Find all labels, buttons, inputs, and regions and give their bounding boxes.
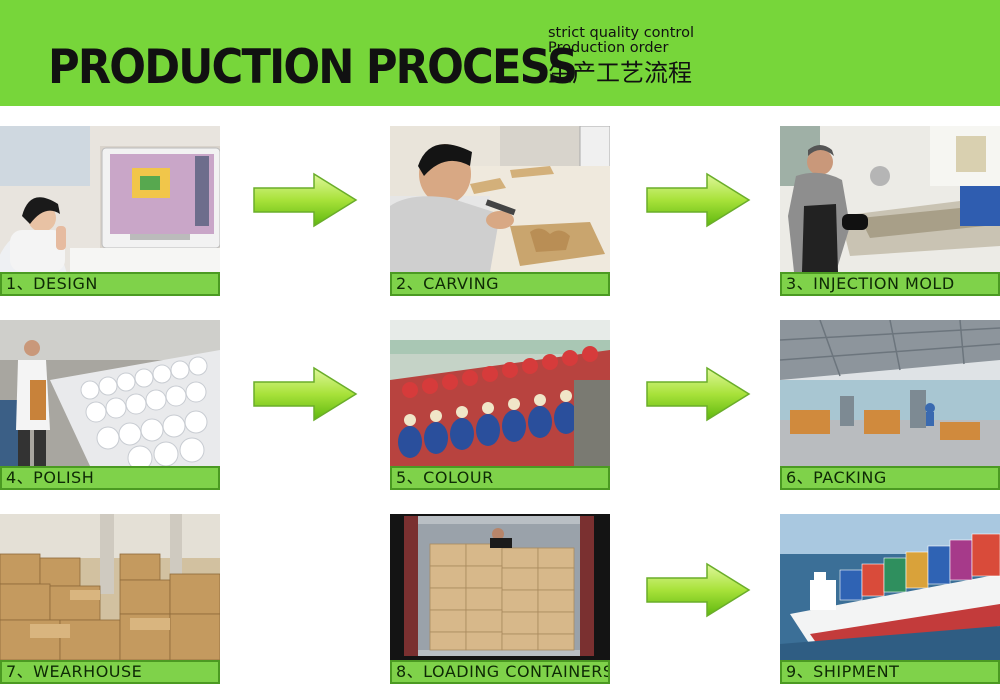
header-banner [0,0,1000,106]
step-shipment: 9、SHIPMENT [780,514,1000,684]
right-arrow-icon [645,172,751,228]
caption-carving: 2、CARVING [390,272,610,296]
right-arrow-icon [252,172,358,228]
design-photo [0,126,220,272]
caption-shipment: 9、SHIPMENT [780,660,1000,684]
subtitle-order: Production order [548,40,669,56]
step-colour: 5、COLOUR [390,320,610,490]
page-title: PRODUCTION PROCESS [48,40,578,95]
subtitle-chinese: 生产工艺流程 [548,59,692,87]
caption-polish: 4、POLISH [0,466,220,490]
polish-photo [0,320,220,466]
right-arrow-icon [645,366,751,422]
injection-mold-photo [780,126,1000,272]
loading-containers-photo [390,514,610,660]
caption-loading-containers: 8、LOADING CONTAINERS [390,660,610,684]
right-arrow-icon [252,366,358,422]
shipment-photo [780,514,1000,660]
subtitle-quality: strict quality control [548,25,694,41]
carving-photo [390,126,610,272]
step-warehouse: 7、WEARHOUSE [0,514,220,684]
step-packing: 6、PACKING [780,320,1000,490]
packing-photo [780,320,1000,466]
step-loading-containers: 8、LOADING CONTAINERS [390,514,610,684]
step-injection-mold: 3、INJECTION MOLD [780,126,1000,296]
caption-injection-mold: 3、INJECTION MOLD [780,272,1000,296]
colour-photo [390,320,610,466]
step-design: 1、DESIGN [0,126,220,296]
caption-colour: 5、COLOUR [390,466,610,490]
step-polish: 4、POLISH [0,320,220,490]
warehouse-photo [0,514,220,660]
caption-design: 1、DESIGN [0,272,220,296]
step-carving: 2、CARVING [390,126,610,296]
caption-packing: 6、PACKING [780,466,1000,490]
caption-warehouse: 7、WEARHOUSE [0,660,220,684]
right-arrow-icon [645,562,751,618]
